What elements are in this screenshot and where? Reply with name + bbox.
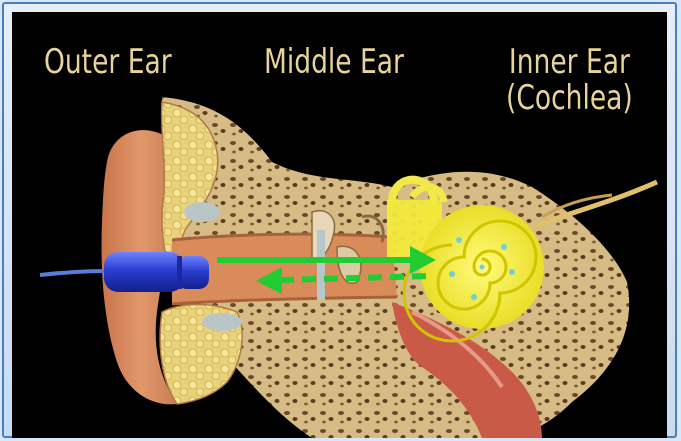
outer-ear-label: Outer Ear xyxy=(44,45,172,81)
inner-ear-label-line1: Inner Ear xyxy=(506,45,633,81)
inner-ear-label: Inner Ear (Cochlea) xyxy=(506,45,633,116)
inner-ear-label-line2: (Cochlea) xyxy=(506,81,633,117)
ear-probe-icon xyxy=(104,252,209,292)
ear-diagram-panel: Outer Ear Middle Ear Inner Ear (Cochlea) xyxy=(12,12,667,438)
probe-cable xyxy=(40,271,107,275)
middle-ear-label: Middle Ear xyxy=(264,45,404,81)
